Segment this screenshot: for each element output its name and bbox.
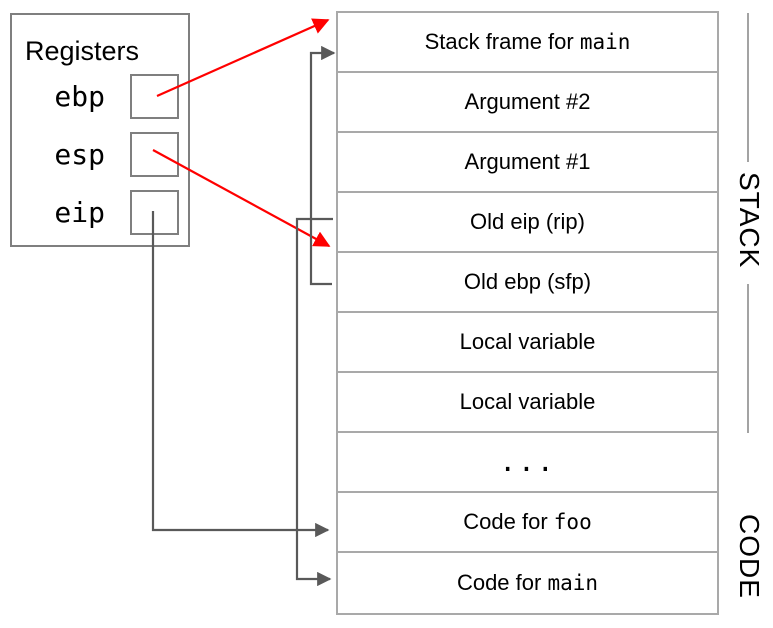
memory-table: Stack frame for main Argument #2 Argumen… <box>336 11 719 615</box>
row-text: Old eip (rip) <box>470 209 585 234</box>
stack-row-argument-2: Argument #2 <box>338 73 717 133</box>
registers-panel-title: Registers <box>25 36 140 66</box>
arrow-old-eip-to-code-for-main <box>295 217 333 587</box>
stack-row-argument-1: Argument #1 <box>338 133 717 193</box>
code-section-label: CODE <box>734 514 765 599</box>
register-value-box-esp <box>130 132 179 177</box>
stack-row-old-eip: Old eip (rip) <box>338 193 717 253</box>
register-label-ebp: ebp <box>54 80 105 113</box>
register-label-esp: esp <box>54 138 105 171</box>
row-text: Local variable <box>459 389 596 414</box>
arrow-old-ebp-to-stack-frame <box>309 45 336 286</box>
stack-section-label: STACK <box>734 172 765 269</box>
stack-row-local-variable-1: Local variable <box>338 313 717 373</box>
row-text: Old ebp (sfp) <box>463 269 592 294</box>
registers-panel: Registers ebp esp eip <box>10 13 190 247</box>
stack-row-code-for-foo: Code for foo <box>338 493 717 553</box>
row-text-mono: foo <box>553 510 592 534</box>
row-text: Code for <box>456 570 548 595</box>
register-value-box-eip <box>130 190 179 235</box>
stack-row-ellipsis: ... <box>338 433 717 493</box>
stack-row-code-for-main: Code for main <box>338 553 717 613</box>
stack-row-local-variable-2: Local variable <box>338 373 717 433</box>
register-label-eip: eip <box>54 196 105 229</box>
row-text: Local variable <box>459 329 596 354</box>
row-text-mono: main <box>579 30 631 54</box>
stack-row-stack-frame-for-main: Stack frame for main <box>338 13 717 73</box>
row-text: Stack frame for <box>424 29 580 54</box>
stack-row-old-ebp: Old ebp (sfp) <box>338 253 717 313</box>
row-text: Code for <box>463 509 554 534</box>
row-text: Argument #2 <box>464 89 591 114</box>
row-text-mono: ... <box>499 445 556 478</box>
row-text-mono: main <box>547 571 599 595</box>
row-text: Argument #1 <box>464 149 591 174</box>
arrow-eip-to-code-for-foo <box>151 211 330 538</box>
register-value-box-ebp <box>130 74 179 119</box>
